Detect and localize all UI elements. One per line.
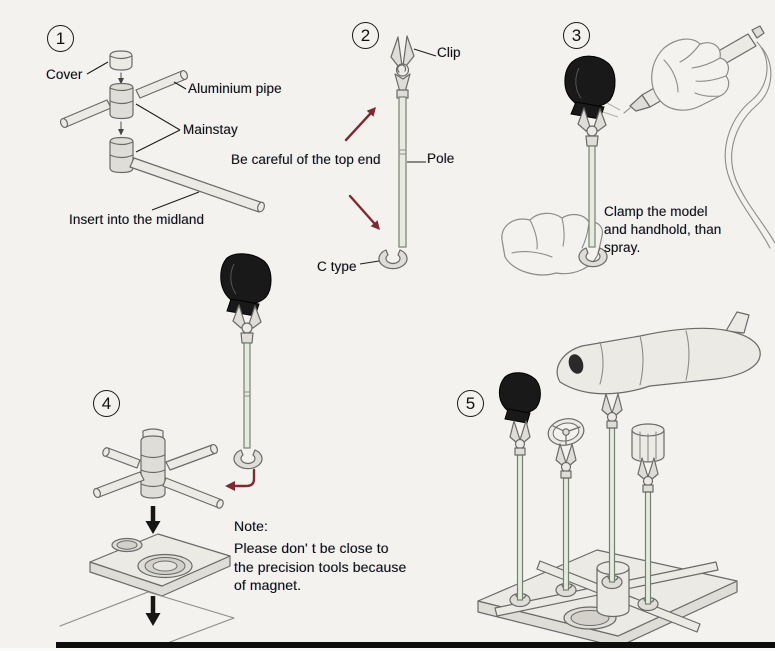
step-1-badge: 1 [47, 25, 74, 52]
leader-c-type [359, 260, 380, 265]
leader-clip [413, 48, 437, 57]
attach-arrow [232, 468, 256, 488]
seat-part [498, 372, 541, 415]
finished-base [477, 549, 738, 648]
step-2-badge: 2 [352, 22, 379, 49]
c-type-foot [378, 249, 408, 270]
warning-arrow-top [344, 112, 372, 142]
note-body: Please don' t be close to the precision … [234, 540, 407, 593]
label-aluminium-pipe: Aluminium pipe [188, 81, 282, 96]
pole-2 [562, 477, 570, 591]
magnet-base [89, 533, 231, 597]
model-clip [232, 304, 262, 344]
step-2-number: 2 [360, 25, 371, 45]
step1-illustration [59, 50, 266, 213]
sheet-bottom-edge [56, 642, 775, 648]
pole-1 [516, 454, 524, 601]
fuselage-part [556, 311, 761, 395]
cover-cap [109, 50, 133, 71]
step5-illustration [477, 311, 761, 648]
c-type-foot [233, 449, 263, 470]
label-cover: Cover [46, 67, 83, 82]
pole-3 [608, 427, 616, 583]
step3-illustration [501, 25, 775, 276]
label-pole: Pole [427, 151, 455, 166]
clip-drawing [390, 35, 415, 99]
label-top-end-warning: Be careful of the top end [231, 152, 381, 167]
step4-illustration [59, 253, 272, 651]
steering-wheel-part [547, 418, 585, 446]
air-hose [724, 41, 771, 249]
pole-4 [644, 491, 652, 605]
step-4-number: 4 [101, 393, 112, 413]
step-1-number: 1 [55, 28, 66, 48]
label-insert-midland: Insert into the midland [69, 212, 205, 227]
pole [588, 145, 596, 248]
mainstay-connector-upper [109, 82, 134, 120]
spraying-hand [651, 38, 730, 111]
step-3-badge: 3 [563, 22, 590, 49]
clip-3 [601, 393, 623, 429]
target-plate-outline [59, 591, 235, 651]
clip-4 [637, 457, 659, 493]
insert-arrow-small [118, 78, 124, 85]
step-5-badge: 5 [457, 390, 484, 417]
model-clip [577, 107, 607, 147]
step-5-number: 5 [465, 393, 476, 413]
cross-stand [92, 428, 224, 509]
step-4-badge: 4 [93, 390, 120, 417]
leader-mainstay [135, 103, 181, 153]
c-type-foot [578, 247, 608, 268]
clamped-seat-model [564, 55, 616, 108]
leader-insert-midland [151, 191, 200, 211]
warning-arrow-bottom [348, 194, 376, 225]
aluminium-pipe-left [61, 99, 112, 128]
pole-drawing [398, 96, 407, 248]
label-clip: Clip [437, 45, 461, 60]
insert-arrow-small [118, 129, 124, 136]
step-3-number: 3 [571, 25, 582, 45]
clamped-seat-model [220, 253, 272, 305]
leader-cover [86, 61, 109, 75]
clip-1 [509, 420, 531, 456]
clip-2 [555, 443, 577, 479]
step2-illustration [344, 35, 437, 270]
step-3-caption: Clamp the model and handhold, than spray… [604, 204, 722, 255]
note-title: Note: [234, 518, 268, 534]
label-c-type: C type [317, 259, 357, 274]
label-mainstay: Mainstay [183, 122, 238, 137]
spray-lines [602, 102, 621, 118]
drum-part [631, 423, 665, 463]
leader-aluminium-pipe [173, 81, 187, 90]
